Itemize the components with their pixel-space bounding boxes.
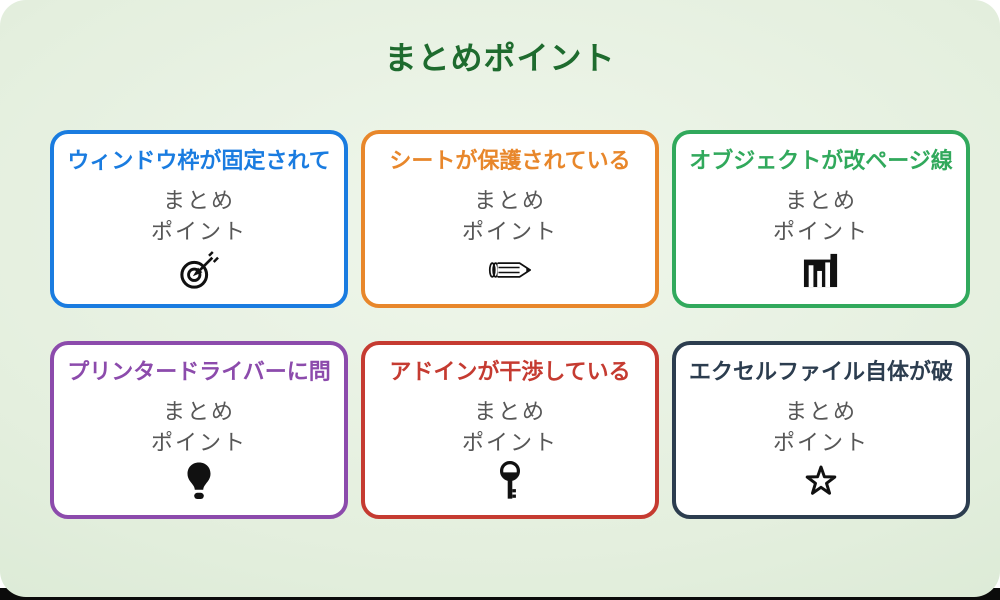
card-grid: ウィンドウ枠が固定されて まとめ ポイント	[50, 130, 970, 519]
key-icon	[498, 460, 522, 502]
card-title: シートが保護されている	[389, 148, 631, 173]
card-subtext: まとめ ポイント	[773, 185, 869, 247]
card-subtext: まとめ ポイント	[462, 396, 558, 458]
card-subtext-line2: ポイント	[461, 429, 558, 455]
card-object-page-break: オブジェクトが改ページ線 まとめ ポイント	[672, 130, 970, 308]
card-subtext-line1: まとめ	[162, 398, 235, 424]
card-subtext-line1: まとめ	[473, 398, 546, 424]
card-subtext: まとめ ポイント	[151, 396, 247, 458]
card-subtext-line1: まとめ	[784, 398, 857, 424]
card-subtext-line2: ポイント	[772, 429, 869, 455]
card-subtext-line2: ポイント	[150, 429, 247, 455]
card-sheet-protected: シートが保護されている まとめ ポイント	[361, 130, 659, 308]
card-title: エクセルファイル自体が破	[688, 359, 953, 384]
card-subtext-line1: まとめ	[473, 187, 546, 213]
card-title: プリンタードライバーに問	[67, 359, 331, 384]
dart-target-icon	[178, 249, 220, 291]
pencil-icon	[487, 249, 533, 291]
card-window-pane-frozen: ウィンドウ枠が固定されて まとめ ポイント	[50, 130, 348, 308]
bar-chart-icon	[803, 249, 839, 291]
card-excel-file-corrupted: エクセルファイル自体が破 まとめ ポイント	[672, 341, 970, 519]
card-addin-interference: アドインが干渉している まとめ ポイント	[361, 341, 659, 519]
card-subtext: まとめ ポイント	[151, 185, 247, 247]
star-icon	[804, 460, 838, 502]
page-title: まとめポイント	[384, 40, 616, 76]
card-subtext: まとめ ポイント	[462, 185, 558, 247]
card-title: オブジェクトが改ページ線	[689, 148, 953, 173]
card-subtext-line2: ポイント	[150, 218, 247, 244]
card-title: ウィンドウ枠が固定されて	[67, 148, 331, 173]
card-subtext-line2: ポイント	[772, 218, 869, 244]
card-title: アドインが干渉している	[389, 359, 631, 384]
card-subtext-line1: まとめ	[162, 187, 235, 213]
card-subtext-line2: ポイント	[461, 218, 558, 244]
card-printer-driver: プリンタードライバーに問 まとめ ポイント	[50, 341, 348, 519]
lightbulb-icon	[185, 460, 213, 502]
card-subtext: まとめ ポイント	[773, 396, 869, 458]
card-subtext-line1: まとめ	[784, 187, 857, 213]
